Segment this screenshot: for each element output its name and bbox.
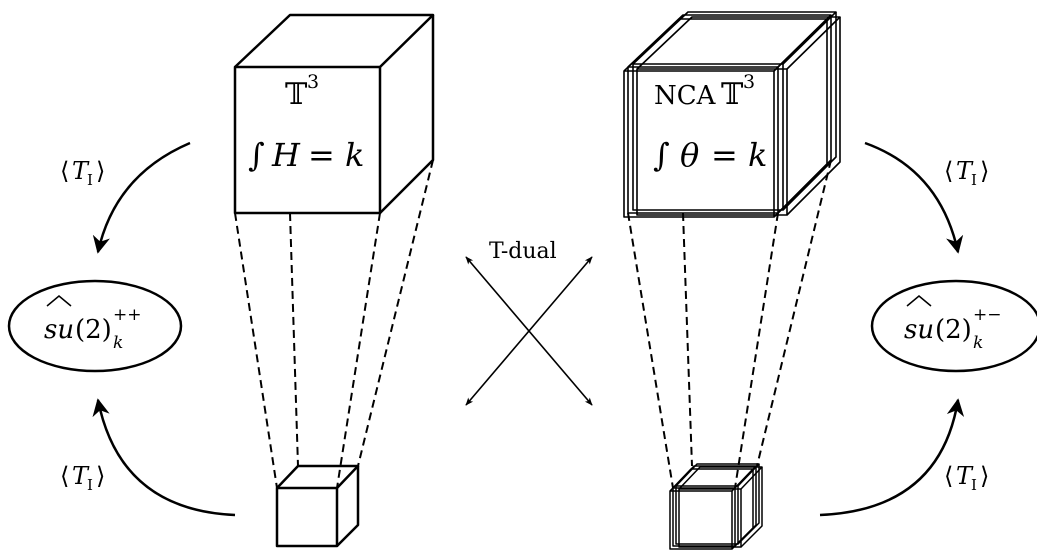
svg-text:= k: = k: [711, 136, 767, 174]
svg-text:θ: θ: [680, 136, 699, 174]
svg-text:⟩: ⟩: [980, 157, 989, 185]
right-small-cube: [669, 463, 763, 550]
svg-text:H: H: [271, 136, 301, 174]
right-cube-label: NCA 𝕋 3 ∫ θ = k: [653, 71, 767, 174]
label-ti-right-bottom: ⟨ T I ⟩: [944, 462, 989, 494]
left-projection-lines: [234, 159, 434, 489]
t-dual-label: T-dual: [489, 239, 557, 264]
right-large-cube: [623, 11, 841, 218]
left-oval-node: su (2) k ++: [7, 279, 183, 373]
svg-text:(2): (2): [935, 315, 972, 345]
svg-text:⟩: ⟩: [96, 462, 105, 490]
svg-text:T: T: [956, 157, 974, 185]
t-dual-cross-arrows: [465, 256, 593, 406]
svg-text:⟨: ⟨: [60, 462, 69, 490]
svg-text:T: T: [72, 462, 90, 490]
left-hat-accent: [46, 295, 72, 307]
svg-text:⟨: ⟨: [944, 462, 953, 490]
left-large-cube: [233, 13, 435, 215]
svg-text:⟩: ⟩: [980, 462, 989, 490]
svg-text:k: k: [973, 333, 983, 353]
svg-text:⟩: ⟩: [96, 157, 105, 185]
svg-text:∫: ∫: [248, 136, 265, 174]
label-ti-left-bottom: ⟨ T I ⟩: [60, 462, 105, 494]
svg-text:∫: ∫: [653, 136, 670, 174]
svg-text:= k: = k: [308, 136, 364, 174]
label-ti-left-top: ⟨ T I ⟩: [60, 157, 105, 189]
curved-arrow-right-bottom: [819, 398, 965, 517]
svg-text:𝕋: 𝕋: [721, 77, 744, 112]
svg-text:⟨: ⟨: [944, 157, 953, 185]
right-projection-lines: [627, 159, 832, 489]
svg-text:++: ++: [113, 305, 142, 325]
curved-arrows: [92, 141, 965, 517]
svg-text:𝕋: 𝕋: [285, 77, 308, 112]
left-cube-label: 𝕋 3 ∫ H = k: [248, 71, 364, 174]
left-small-cube: [275, 464, 360, 548]
svg-text:I: I: [971, 476, 977, 494]
svg-text:(2): (2): [75, 315, 112, 345]
svg-text:+−: +−: [973, 305, 1002, 325]
right-oval-node: su (2) k +−: [870, 279, 1037, 373]
svg-text:3: 3: [743, 71, 755, 93]
svg-text:su: su: [44, 315, 74, 345]
svg-text:T: T: [956, 462, 974, 490]
svg-text:I: I: [971, 171, 977, 189]
curved-arrow-left-bottom: [92, 398, 236, 517]
right-hat-accent: [906, 295, 932, 307]
svg-text:I: I: [87, 476, 93, 494]
svg-text:T: T: [72, 157, 90, 185]
curved-arrow-right-top: [864, 141, 964, 254]
curved-arrow-left-top: [92, 141, 191, 254]
label-ti-right-top: ⟨ T I ⟩: [944, 157, 989, 189]
svg-text:su: su: [904, 315, 934, 345]
svg-text:NCA: NCA: [654, 81, 717, 111]
svg-text:I: I: [87, 171, 93, 189]
svg-text:⟨: ⟨: [60, 157, 69, 185]
svg-text:3: 3: [307, 71, 319, 93]
t-dual-arrow-b: [465, 256, 593, 406]
svg-text:k: k: [113, 333, 123, 353]
